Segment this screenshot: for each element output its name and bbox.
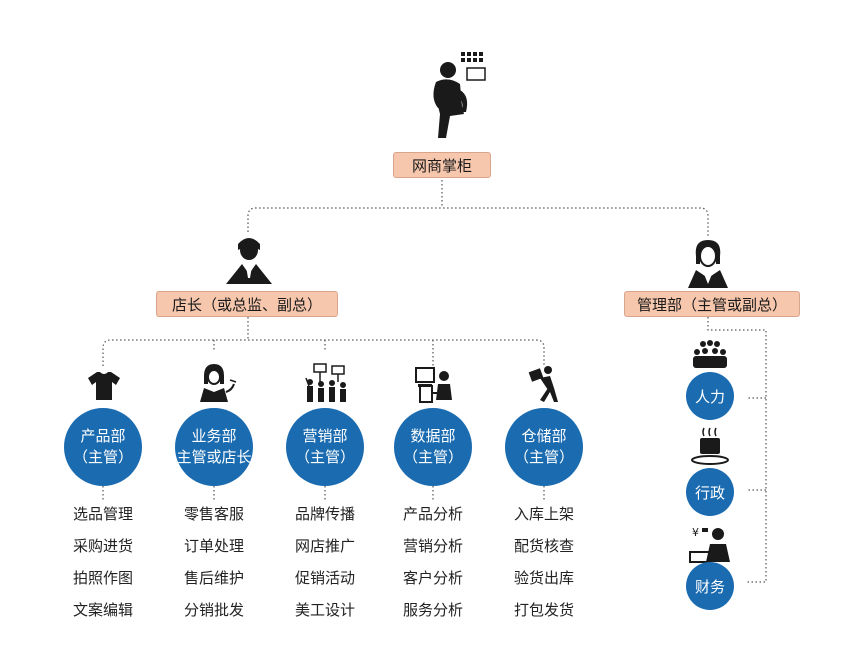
customer-service-icon bbox=[200, 364, 237, 402]
female-manager-icon bbox=[688, 240, 728, 288]
task-item: 配货核查 bbox=[513, 537, 574, 555]
department-business-name: 业务部 bbox=[191, 427, 237, 445]
crowd-with-signs-icon bbox=[305, 363, 346, 402]
analyst-at-computer-icon bbox=[415, 367, 452, 403]
task-item: 品牌传播 bbox=[294, 505, 355, 523]
task-item: 零售客服 bbox=[183, 505, 244, 523]
department-data-tasks: 产品分析 营销分析 客户分析 服务分析 bbox=[378, 498, 488, 626]
department-business-head: 主管或店长 bbox=[176, 448, 252, 466]
worker-carrying-box-icon bbox=[528, 366, 558, 402]
department-warehouse-tasks: 入库上架 配货核查 验货出库 打包发货 bbox=[489, 498, 599, 626]
store-manager-label: 店长（或总监、副总） bbox=[156, 291, 338, 317]
department-product-circle: 产品部 （主管） bbox=[64, 408, 142, 486]
task-item: 文案编辑 bbox=[72, 601, 133, 619]
admin-unit-admin-circle: 行政 bbox=[686, 468, 734, 516]
department-business-circle: 业务部 主管或店长 bbox=[175, 408, 253, 486]
task-item: 拍照作图 bbox=[72, 569, 133, 587]
department-product-tasks: 选品管理 采购进货 拍照作图 文案编辑 bbox=[48, 498, 158, 626]
department-data-head: （主管） bbox=[402, 448, 463, 466]
department-marketing-head: （主管） bbox=[294, 448, 355, 466]
task-item: 选品管理 bbox=[72, 505, 133, 523]
boss-label: 网商掌柜 bbox=[393, 152, 491, 178]
task-item: 美工设计 bbox=[294, 601, 355, 619]
department-data-circle: 数据部 （主管） bbox=[394, 408, 472, 486]
department-warehouse-head: （主管） bbox=[513, 448, 574, 466]
admin-unit-finance-label: 财务 bbox=[694, 577, 725, 596]
department-data-name: 数据部 bbox=[410, 427, 456, 445]
task-item: 营销分析 bbox=[402, 537, 463, 555]
task-item: 服务分析 bbox=[402, 601, 463, 619]
task-item: 促销活动 bbox=[294, 569, 355, 587]
department-marketing-tasks: 品牌传播 网店推广 促销活动 美工设计 bbox=[270, 498, 380, 626]
manager-in-suit-icon bbox=[226, 238, 272, 284]
task-item: 入库上架 bbox=[513, 505, 574, 523]
accountant-with-money-icon: ¥ bbox=[689, 526, 730, 563]
boss-with-laptop-icon bbox=[433, 52, 486, 138]
group-of-people-icon bbox=[693, 340, 727, 368]
task-item: 采购进货 bbox=[72, 537, 133, 555]
admin-unit-hr-label: 人力 bbox=[694, 387, 725, 406]
department-product-head: （主管） bbox=[72, 448, 133, 466]
department-warehouse-circle: 仓储部 （主管） bbox=[505, 408, 583, 486]
task-item: 售后维护 bbox=[183, 569, 244, 587]
tshirt-icon bbox=[88, 372, 120, 400]
admin-dept-label: 管理部（主管或副总） bbox=[624, 291, 800, 317]
task-item: 产品分析 bbox=[402, 505, 463, 523]
department-business-tasks: 零售客服 订单处理 售后维护 分销批发 bbox=[159, 498, 269, 626]
task-item: 打包发货 bbox=[513, 601, 574, 619]
admin-unit-hr-circle: 人力 bbox=[686, 372, 734, 420]
coffee-cup-icon bbox=[691, 427, 729, 465]
svg-text:¥: ¥ bbox=[692, 526, 699, 539]
department-marketing-name: 营销部 bbox=[302, 427, 348, 445]
task-item: 订单处理 bbox=[183, 537, 244, 555]
admin-unit-finance-circle: 财务 bbox=[686, 562, 734, 610]
task-item: 分销批发 bbox=[183, 601, 244, 619]
task-item: 验货出库 bbox=[513, 569, 574, 587]
department-marketing-circle: 营销部 （主管） bbox=[286, 408, 364, 486]
department-product-name: 产品部 bbox=[80, 427, 126, 445]
admin-unit-admin-label: 行政 bbox=[694, 483, 725, 502]
task-item: 客户分析 bbox=[402, 569, 463, 587]
task-item: 网店推广 bbox=[294, 537, 355, 555]
department-warehouse-name: 仓储部 bbox=[521, 427, 567, 445]
